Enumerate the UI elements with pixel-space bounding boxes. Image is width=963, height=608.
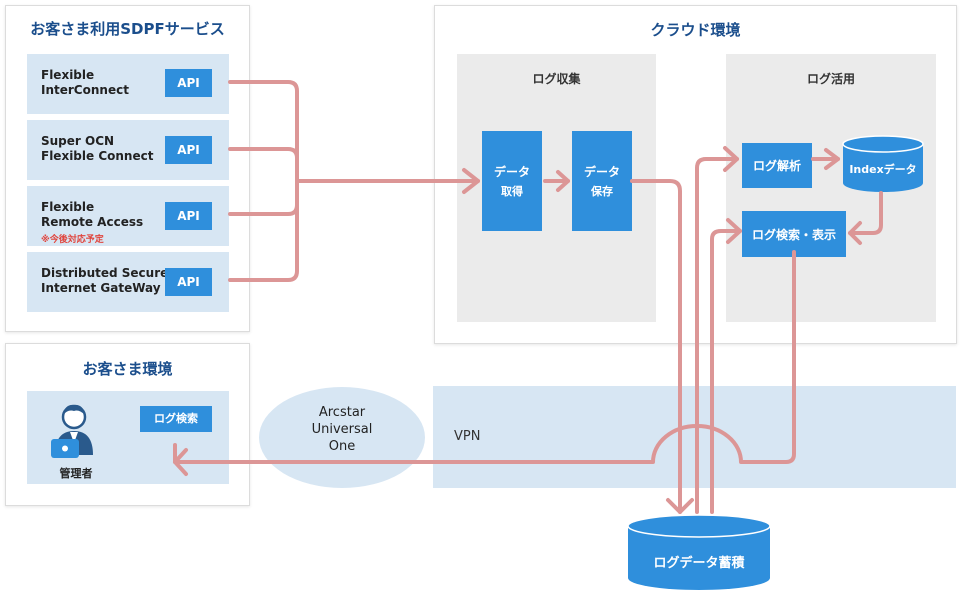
api-arrow-2 [228,147,299,183]
save-storage-arrowhead [666,498,694,514]
arcstar-cloud [259,387,425,488]
search-customer-arrowhead [173,443,188,476]
data-acquire-line2: 取得 [501,185,523,198]
service-name: Distributed Secure Internet GateWay [41,266,169,295]
customer-panel-title: お客さま環境 [82,360,173,378]
service-note: ※今後対応予定 [41,235,104,245]
vpn-label: VPN [454,429,481,444]
log-utilize-title: ログ活用 [806,72,855,86]
data-acquire-line1: データ [493,165,530,179]
analysis-index-arrowhead [824,148,840,170]
customer-inner-box: 管理者 ログ検索 [27,391,229,484]
storage-search-arrowhead [726,218,742,244]
service-box-super-ocn: Super OCN Flexible Connect API [27,120,229,180]
log-search-display-box: ログ検索・表示 [742,211,846,257]
log-storage-label: ログデータ蓄積 [653,556,745,571]
service-box-dsig: Distributed Secure Internet GateWay API [27,252,229,312]
data-save-line2: 保存 [591,185,613,198]
data-acquire-box: データ 取得 [482,131,542,231]
log-analysis-box: ログ解析 [742,143,812,188]
acquire-save-arrowhead [556,170,570,192]
vpn-band [433,386,956,488]
api-arrow-4 [228,179,299,282]
admin-person-icon [49,399,99,459]
service-name: Flexible InterConnect [41,68,129,97]
service-box-fra: Flexible Remote Access ※今後対応予定 API [27,186,229,246]
service-name: Super OCN Flexible Connect [41,134,154,163]
storage-analysis-arrow [695,157,739,514]
index-data-cylinder [842,135,924,193]
index-data-label: Indexデータ [849,163,917,176]
save-storage-arrow [630,179,682,514]
search-customer-arrow [173,250,796,464]
data-save-line1: データ [583,165,620,179]
service-name: Flexible Remote Access [41,200,144,229]
log-storage-cylinder [627,514,771,592]
admin-label: 管理者 [59,467,93,480]
log-search-button[interactable]: ログ検索 [140,406,212,432]
storage-search-arrow [710,229,742,514]
api-button[interactable]: API [165,69,212,97]
collect-in-arrowhead [462,168,480,194]
api-button[interactable]: API [165,136,212,164]
customer-env-panel: お客さま環境 管理者 ログ検索 [5,343,250,506]
api-arrow-1 [228,80,299,183]
data-save-box: データ 保存 [572,131,632,231]
api-button[interactable]: API [165,268,212,296]
index-search-arrowhead [848,221,862,245]
api-button[interactable]: API [165,202,212,230]
api-arrow-3 [228,179,299,216]
service-box-fic: Flexible InterConnect API [27,54,229,114]
storage-analysis-arrowhead [723,146,739,172]
log-collect-title: ログ収集 [532,72,581,86]
arcstar-label: Arcstar Universal One [311,405,373,454]
log-collect-area: ログ収集 データ 取得 データ 保存 [457,54,656,322]
sdpf-services-panel: お客さま利用SDPFサービス Flexible InterConnect API… [5,5,250,332]
cloud-panel-title: クラウド環境 [650,21,741,39]
sdpf-panel-title: お客さま利用SDPFサービス [30,20,225,38]
index-search-arrow [848,191,883,235]
